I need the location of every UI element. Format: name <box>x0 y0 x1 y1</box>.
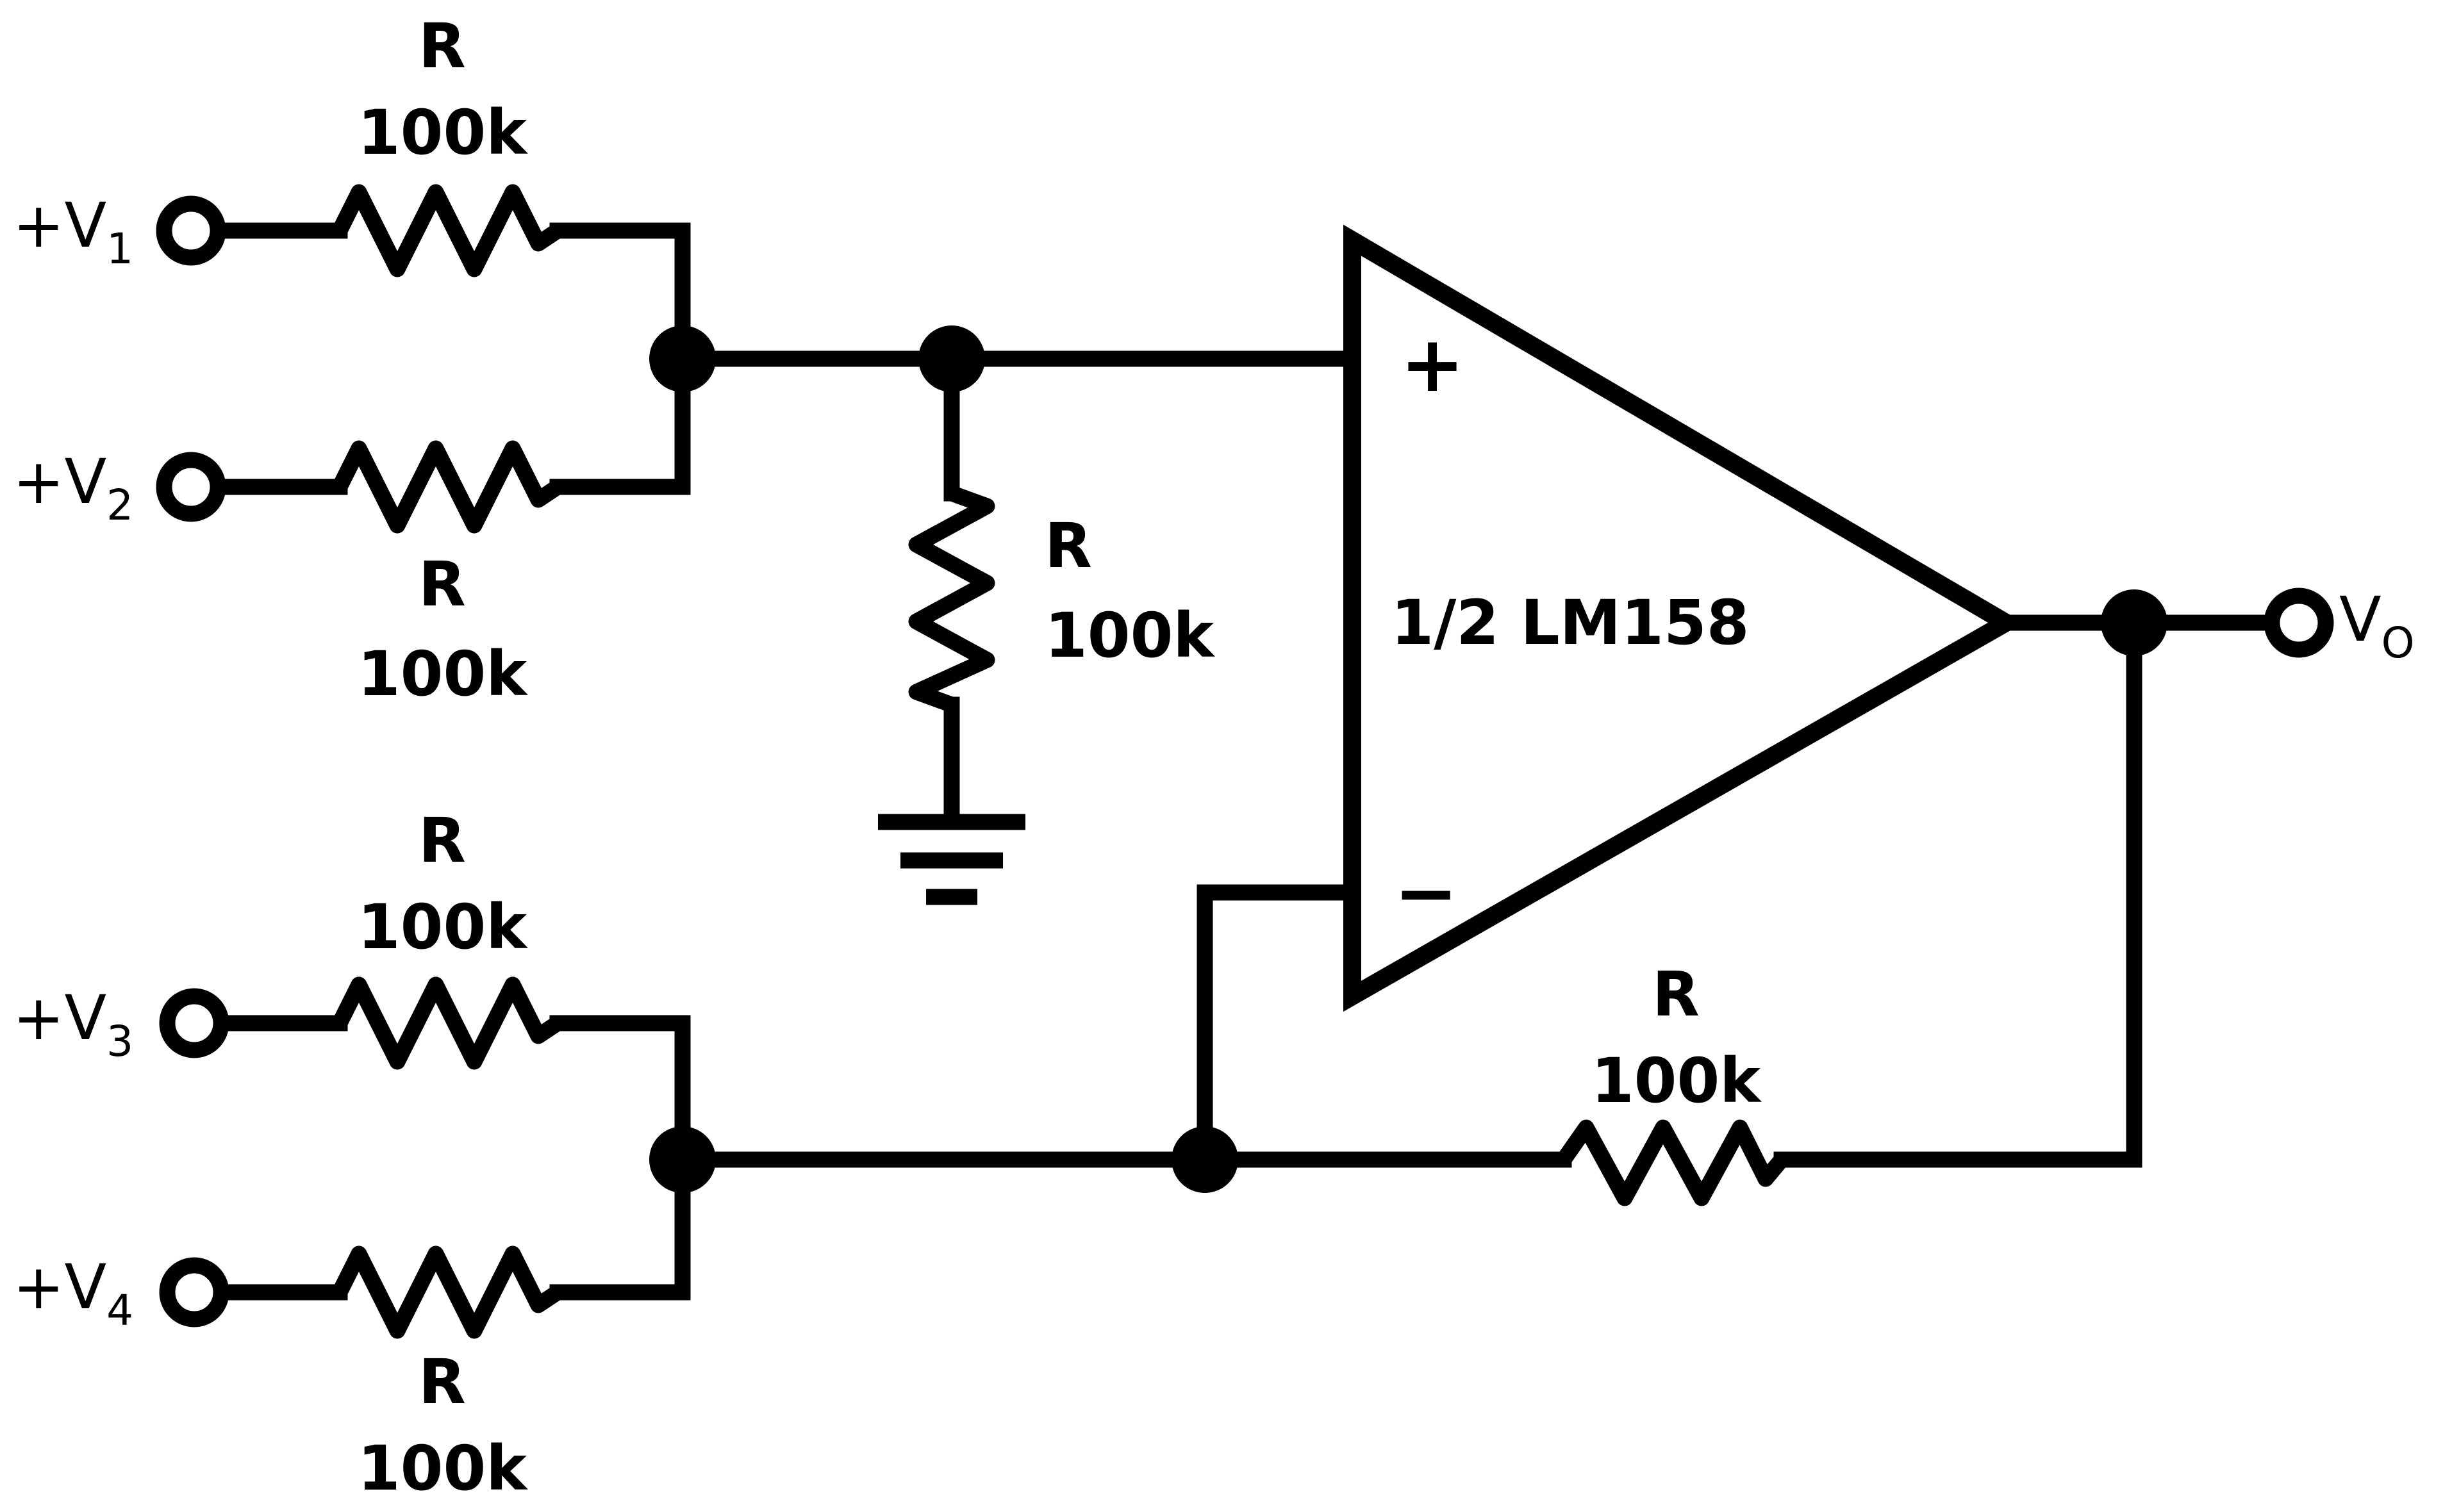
resistor-feedback-name: R <box>1652 958 1700 1030</box>
input-v4-subscript: 4 <box>106 1286 133 1335</box>
input-v2-label: +V2 <box>13 446 133 530</box>
resistor-r4-name: R <box>418 1346 466 1418</box>
terminals <box>156 195 2334 1327</box>
resistor-ground-value: 100k <box>1045 600 1215 671</box>
resistor-feedback-symbol <box>1555 1119 1790 1206</box>
junction-output <box>2101 589 2167 656</box>
input-v4-label: +V4 <box>13 1251 133 1335</box>
opamp-triangle <box>1343 224 2024 1012</box>
terminal-v1 <box>156 195 226 266</box>
resistor-r1-value: 100k <box>358 97 528 168</box>
wire-feedback <box>1773 614 2142 1168</box>
resistor-ground-symbol <box>908 485 995 713</box>
opamp-label: 1/2 LM158 <box>1391 587 1749 659</box>
resistor-r1-name: R <box>418 10 466 82</box>
resistor-r3-value: 100k <box>358 891 528 963</box>
terminal-v4 <box>159 1257 229 1327</box>
terminal-v2 <box>156 452 226 522</box>
resistor-labels: R 100k R 100k R 100k R 100k R 100k R 100… <box>358 10 1762 1504</box>
opamp-plus-sign: + <box>1400 320 1465 409</box>
resistor-r1-symbol <box>331 184 566 277</box>
terminal-v3 <box>159 988 229 1058</box>
ground-symbol <box>878 814 1025 905</box>
resistors <box>331 184 1790 1339</box>
junction-inverting <box>1172 1126 1238 1193</box>
junctions <box>649 325 2167 1193</box>
input-v1-prefix: +V <box>13 190 106 261</box>
resistor-r2-symbol <box>331 440 566 534</box>
input-v1-label: +V1 <box>13 190 133 274</box>
input-v2-subscript: 2 <box>106 481 133 530</box>
terminal-vo <box>2264 588 2334 658</box>
wire-inverting-input <box>1197 884 1361 1168</box>
resistor-feedback-value: 100k <box>1591 1045 1762 1117</box>
junction-noninverting <box>918 325 985 392</box>
resistor-r3-symbol <box>331 976 566 1070</box>
input-v3-label: +V3 <box>13 982 133 1066</box>
output-vo-prefix: V <box>2339 584 2382 655</box>
resistor-r2-value: 100k <box>358 638 528 710</box>
io-labels: +V1 +V2 +V3 +V4 VO <box>13 190 2415 1335</box>
opamp: + − 1/2 LM158 <box>1343 224 2024 1012</box>
resistor-r2-name: R <box>418 548 466 620</box>
wires <box>216 222 2274 1301</box>
resistor-ground-name: R <box>1045 510 1092 582</box>
wire-v1 <box>216 222 691 367</box>
input-v3-subscript: 3 <box>106 1017 133 1066</box>
input-v4-prefix: +V <box>13 1251 106 1323</box>
wire-v4 <box>219 1151 691 1301</box>
resistor-r3-name: R <box>418 805 466 876</box>
wire-v2 <box>216 350 691 495</box>
junction-v3-v4 <box>649 1126 716 1193</box>
wire-v3 <box>219 1015 691 1168</box>
opamp-minus-sign: − <box>1394 849 1459 938</box>
output-vo-subscript: O <box>2382 618 2415 668</box>
input-v3-prefix: +V <box>13 982 106 1054</box>
junction-v1-v2 <box>649 325 716 392</box>
input-v2-prefix: +V <box>13 446 106 518</box>
output-vo-label: VO <box>2339 584 2415 668</box>
resistor-r4-symbol <box>331 1245 566 1339</box>
resistor-r4-value: 100k <box>358 1433 528 1504</box>
input-v1-subscript: 1 <box>106 224 133 274</box>
